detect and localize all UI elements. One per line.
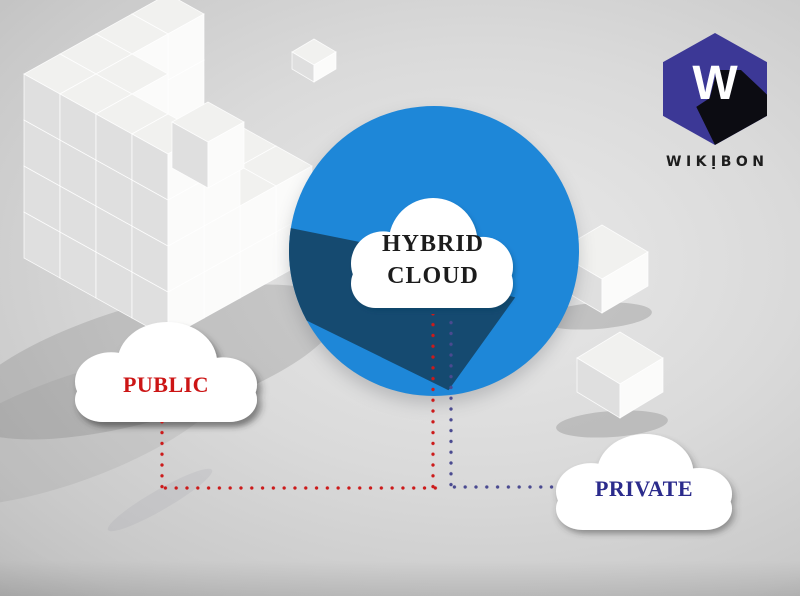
hybrid-connector-blue-vertical [449,314,453,490]
private-connector-horizontal [449,485,557,489]
private-cloud [556,434,732,530]
public-cloud [75,322,257,422]
logo-hexagon: W [663,33,767,145]
hybrid-cloud-label-line1: HYBRID [381,231,484,257]
hybrid-connector-red-vertical [431,314,435,492]
hybrid-cloud-label-line2: CLOUD [387,263,479,289]
cloud-shape [556,434,732,530]
public-connector-vertical [160,422,164,492]
private-cloud-label: PRIVATE [594,476,694,501]
hybrid-cloud-label: HYBRID CLOUD [345,228,521,292]
wikibon-logo: W WIKỊBON [660,30,770,180]
cloud-shape [75,322,257,422]
public-cloud-label: PUBLIC [122,372,210,397]
logo-wordmark: WIKỊBON [666,154,769,170]
cloud-shape [351,198,513,308]
public-hybrid-connector-horizontal [160,486,438,490]
hybrid-cloud-shape [351,198,513,308]
logo-monogram: W [692,57,738,110]
